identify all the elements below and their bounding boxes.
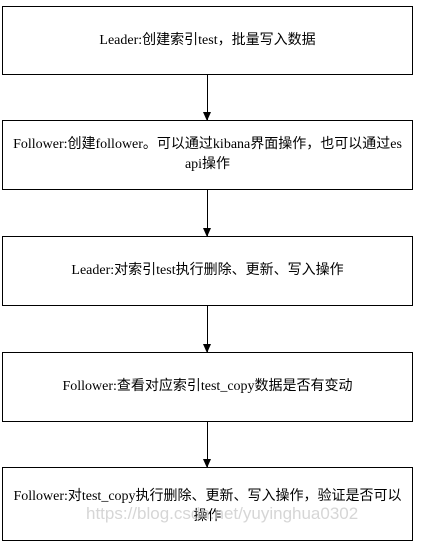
flow-arrow-3 [203, 306, 211, 353]
flow-step-1: Leader:创建索引test，批量写入数据 [2, 6, 413, 75]
flow-step-5: Follower:对test_copy执行删除、更新、写入操作，验证是否可以操作 [2, 467, 413, 541]
flow-arrow-1 [203, 75, 211, 121]
flow-step-3-text: Leader:对索引test执行删除、更新、写入操作 [71, 263, 344, 278]
flow-step-4: Follower:查看对应索引test_copy数据是否有变动 [2, 352, 413, 422]
flow-step-5-text: Follower:对test_copy执行删除、更新、写入操作，验证是否可以操作 [13, 489, 402, 524]
flow-step-2: Follower:创建follower。可以通过kibana界面操作，也可以通过… [2, 120, 413, 190]
flow-step-4-text: Follower:查看对应索引test_copy数据是否有变动 [62, 379, 353, 394]
flow-step-1-text: Leader:创建索引test，批量写入数据 [99, 32, 316, 48]
flow-arrow-4 [203, 422, 211, 468]
flow-step-3: Leader:对索引test执行删除、更新、写入操作 [2, 236, 413, 306]
flow-step-2-text: Follower:创建follower。可以通过kibana界面操作，也可以通过… [13, 137, 402, 172]
flow-arrow-2 [203, 190, 211, 237]
